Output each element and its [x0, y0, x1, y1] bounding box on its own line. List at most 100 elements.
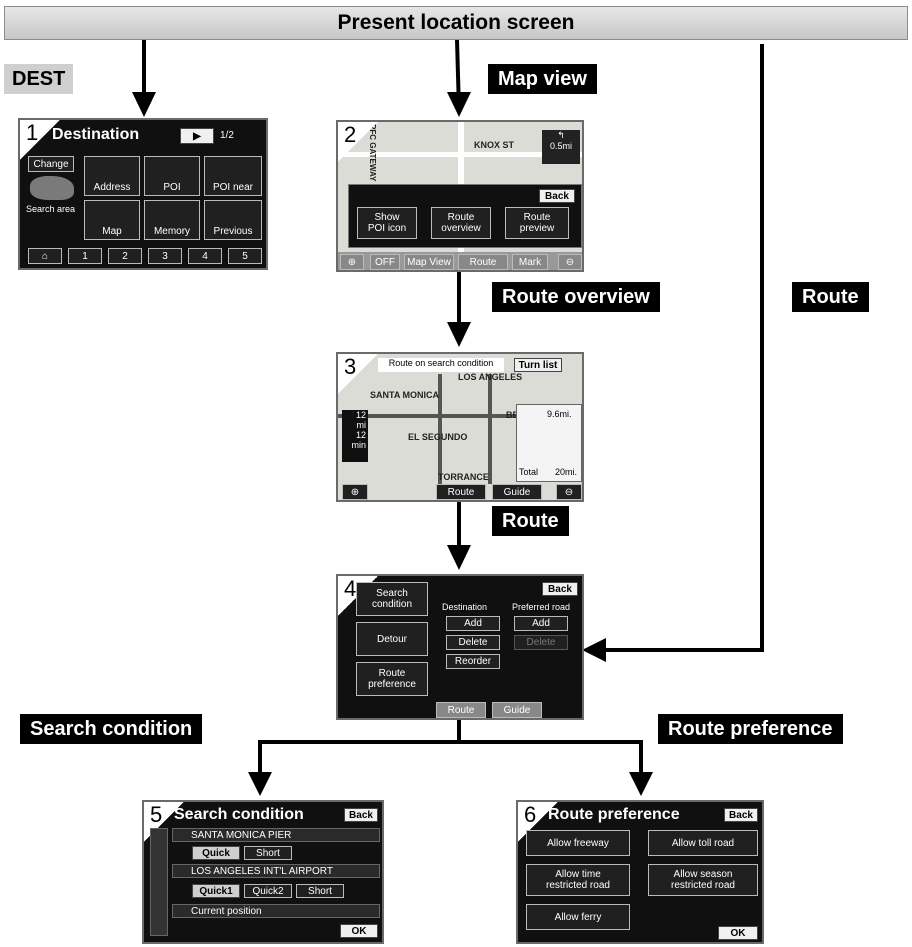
city-label: BE	[506, 410, 519, 420]
short-button[interactable]: Short	[244, 846, 292, 860]
turn-indicator: ↰0.5mi	[542, 130, 580, 164]
screen-search-condition: 5 Search condition Back SANTA MONICA PIE…	[142, 800, 384, 944]
label-route-preference: Route preference	[658, 714, 843, 744]
back-button[interactable]: Back	[344, 808, 378, 822]
zoom-in-button[interactable]: ⊕	[340, 254, 364, 270]
memory-button[interactable]: Memory	[144, 200, 200, 240]
zoom-out-icon: ⊖	[564, 486, 574, 498]
turn-arrow-icon: ↰	[557, 130, 565, 140]
time-unit: min	[351, 440, 366, 450]
screen-title: Destination	[52, 126, 140, 143]
route-button[interactable]: Route	[436, 702, 486, 718]
time-value: 12	[355, 430, 366, 440]
mark-button[interactable]: Mark	[512, 254, 548, 270]
zoom-in-icon: ⊕	[347, 256, 357, 268]
zoom-out-button[interactable]: ⊖	[558, 254, 582, 270]
zoom-out-icon: ⊖	[565, 256, 575, 268]
delete-preferred-road-button[interactable]: Delete	[514, 635, 568, 650]
screen-route-preference: 6 Route preference Back Allow freeway Al…	[516, 800, 764, 944]
distance-unit: mi	[356, 420, 367, 430]
street-label: KNOX ST	[474, 140, 515, 150]
waypoint-row: LOS ANGELES INT'L AIRPORT	[172, 864, 380, 878]
reorder-button[interactable]: Reorder	[446, 654, 500, 669]
preset-2-button[interactable]: 2	[108, 248, 142, 264]
home-icon: ⌂	[41, 250, 49, 262]
city-label: SANTA MONICA	[370, 390, 439, 400]
delete-destination-button[interactable]: Delete	[446, 635, 500, 650]
add-destination-button[interactable]: Add	[446, 616, 500, 631]
route-button[interactable]: Route	[458, 254, 508, 270]
route-button[interactable]: Route	[436, 484, 486, 500]
turn-distance: 0.5mi	[549, 141, 572, 151]
label-search-condition: Search condition	[20, 714, 203, 744]
overview-title: Route on search condition	[378, 358, 504, 372]
label-route-mid: Route	[492, 506, 569, 536]
screen-title: Search condition	[174, 806, 304, 823]
screen-title: Route preference	[548, 806, 680, 823]
turn-list-button[interactable]: Turn list	[514, 358, 562, 372]
next-page-button[interactable]: ▶	[180, 128, 214, 144]
previous-button[interactable]: Previous	[204, 200, 262, 240]
back-button[interactable]: Back	[724, 808, 758, 822]
quick2-button[interactable]: Quick2	[244, 884, 292, 898]
city-label: LOS ANGELES	[458, 372, 523, 382]
guide-button[interactable]: Guide	[492, 484, 542, 500]
page-indicator: 1/2	[220, 130, 234, 141]
quick-button[interactable]: Quick	[192, 846, 240, 860]
label-route-right: Route	[792, 282, 869, 312]
allow-ferry-button[interactable]: Allow ferry	[526, 904, 630, 930]
ok-button[interactable]: OK	[340, 924, 378, 938]
us-map-icon	[30, 176, 74, 200]
detour-button[interactable]: Detour	[356, 622, 428, 656]
screen-destination: 1 Destination ▶ 1/2 Change Search area A…	[18, 118, 268, 270]
zoom-in-icon: ⊕	[350, 486, 360, 498]
screen-route-overview: SANTA MONICA EL SEGUNDO TORRANCE BE LOS …	[336, 352, 584, 502]
preset-5-button[interactable]: 5	[228, 248, 262, 264]
arrow-route-right	[598, 44, 764, 652]
add-preferred-road-button[interactable]: Add	[514, 616, 568, 631]
preset-4-button[interactable]: 4	[188, 248, 222, 264]
map-bottom-bar: ⊕ OFF Map View Route Mark ⊖	[338, 252, 582, 270]
distance-1: 9.6mi.	[547, 409, 572, 419]
back-button[interactable]: Back	[539, 189, 575, 203]
change-button[interactable]: Change	[28, 156, 74, 172]
header-title: Present location screen	[337, 11, 575, 34]
preset-1-button[interactable]: 1	[68, 248, 102, 264]
sound-off-button[interactable]: OFF	[370, 254, 400, 270]
label-route-overview: Route overview	[492, 282, 660, 312]
address-button[interactable]: Address	[84, 156, 140, 196]
back-button[interactable]: Back	[542, 582, 578, 596]
distance-value: 12	[355, 410, 366, 420]
present-location-header: Present location screen	[4, 6, 908, 40]
map-button[interactable]: Map	[84, 200, 140, 240]
allow-toll-road-button[interactable]: Allow toll road	[648, 830, 758, 856]
preferred-road-header: Preferred road	[512, 602, 571, 612]
waypoint-row: Current position	[172, 904, 380, 918]
guide-button[interactable]: Guide	[492, 702, 542, 718]
total-label: Total	[519, 467, 539, 477]
home-button[interactable]: ⌂	[28, 248, 62, 264]
short2-button[interactable]: Short	[296, 884, 344, 898]
total-value: 20mi.	[555, 467, 578, 477]
preset-3-button[interactable]: 3	[148, 248, 182, 264]
poi-button[interactable]: POI	[144, 156, 200, 196]
zoom-in-button[interactable]: ⊕	[342, 484, 368, 500]
zoom-out-button[interactable]: ⊖	[556, 484, 582, 500]
quick1-button[interactable]: Quick1	[192, 884, 240, 898]
ok-button[interactable]: OK	[718, 926, 758, 940]
scrollbar[interactable]	[150, 828, 168, 936]
map-view-button[interactable]: Map View	[404, 254, 454, 270]
screen-number: 1	[20, 120, 60, 160]
poi-near-button[interactable]: POI near	[204, 156, 262, 196]
allow-freeway-button[interactable]: Allow freeway	[526, 830, 630, 856]
destination-header: Destination	[442, 602, 488, 612]
